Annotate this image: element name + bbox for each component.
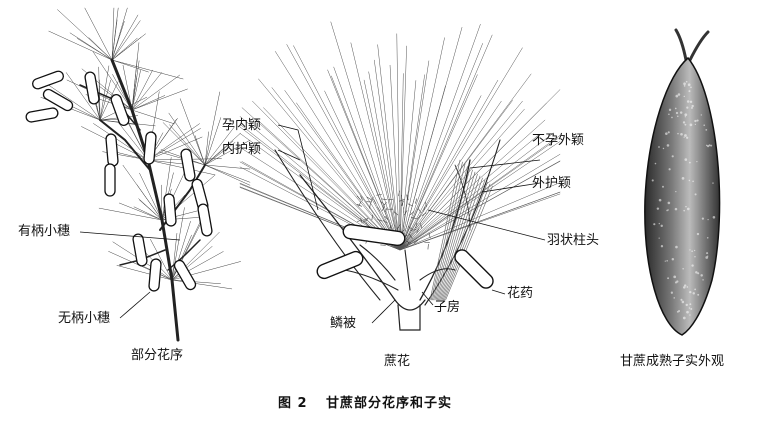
label-anther: 花药 — [507, 286, 534, 301]
label-stigma: 羽状柱头 — [547, 233, 600, 248]
inflorescence-leaders — [79, 231, 181, 319]
seed-drawing — [644, 28, 721, 336]
figure-caption-text: 甘蔗部分花序和子实 — [326, 396, 453, 411]
label-lodicule: 鳞被 — [330, 316, 357, 331]
label-ovary: 子房 — [434, 300, 461, 315]
inflorescence-drawing — [25, 7, 251, 342]
label-inner-glume: 内护颖 — [222, 142, 262, 157]
caption-flower: 蔗花 — [384, 354, 411, 369]
figure-caption-number: 图 2 — [278, 396, 308, 411]
label-sterile-lemma: 不孕外颖 — [532, 133, 585, 148]
label-sessile-spikelet: 无柄小穗 — [58, 311, 111, 326]
flower-leaders — [277, 124, 546, 324]
label-pedicelled-spikelet: 有柄小穗 — [18, 224, 71, 239]
label-outer-glume: 外护颖 — [532, 176, 572, 191]
caption-inflorescence: 部分花序 — [131, 348, 184, 363]
caption-seed: 甘蔗成熟子实外观 — [620, 354, 725, 369]
label-fertile-lemma: 孕内颖 — [222, 118, 262, 133]
flower-drawing — [239, 21, 561, 331]
